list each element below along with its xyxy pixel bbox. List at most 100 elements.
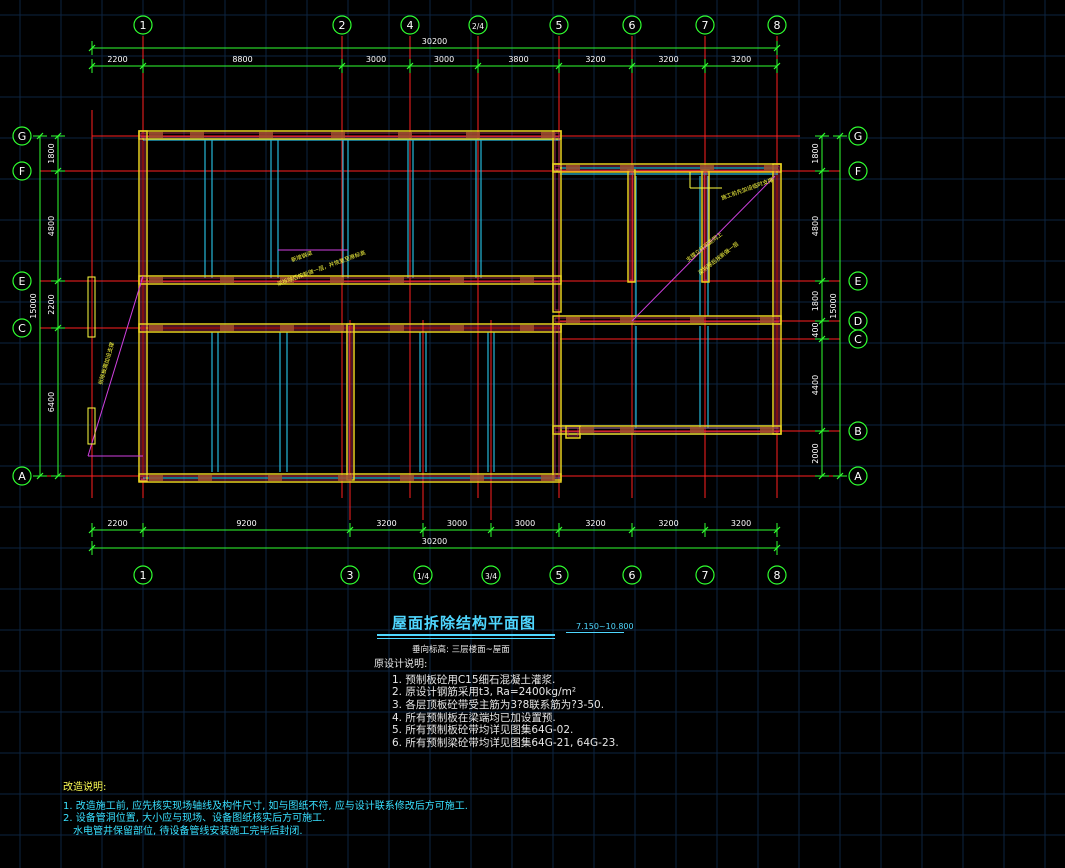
- wall-inner: [567, 427, 579, 437]
- axis-bubble-bottom: 6: [629, 569, 636, 582]
- dimension-slash: [818, 472, 826, 480]
- demolition-note-item: 水电管井保留部位, 待设备管线安装施工完毕后封闭.: [73, 825, 303, 837]
- axis-bubble-top-circle: [767, 15, 787, 35]
- dimension-slash: [54, 167, 62, 175]
- axis-bubble-top: 6: [629, 19, 636, 32]
- dimension-slash: [701, 526, 709, 534]
- axis-bubble-left-circle: [12, 271, 32, 291]
- dimension-label: 30200: [422, 537, 447, 546]
- wall-block: [541, 475, 555, 481]
- axis-bubble-left-circle: [12, 318, 32, 338]
- dimension-slash: [88, 544, 96, 552]
- dimension-slash: [773, 44, 781, 52]
- floor-plan: [40, 36, 840, 520]
- dimension-slash: [773, 62, 781, 70]
- axis-bubble-left: E: [19, 275, 26, 288]
- wall-inner: [554, 317, 780, 323]
- axis-bubble-left: C: [18, 322, 26, 335]
- axis-bubble-bottom-circle: [549, 565, 569, 585]
- axis-bubble-left-circle: [12, 126, 32, 146]
- wall-block: [220, 277, 234, 283]
- dimension-slash: [818, 167, 826, 175]
- dimension-slash: [818, 335, 826, 343]
- axis-bubble-top-circle: [332, 15, 352, 35]
- dimension-label: 15000: [829, 293, 838, 318]
- axis-bubble-left-circle: [12, 161, 32, 181]
- wall-block: [400, 475, 414, 481]
- wall: [552, 163, 562, 313]
- dimension-label: 3000: [515, 519, 535, 528]
- wall-block: [330, 325, 344, 331]
- dimension-slash: [773, 526, 781, 534]
- wall-inner: [554, 165, 560, 311]
- dimension-label: 6400: [47, 392, 56, 412]
- wall-block: [760, 427, 774, 433]
- dimension-slash: [419, 526, 427, 534]
- wall-block: [149, 277, 163, 283]
- dimension-slash: [36, 132, 44, 140]
- axis-bubble-bottom: 7: [702, 569, 709, 582]
- dimension-label: 15000: [29, 293, 38, 318]
- wall-block: [149, 325, 163, 331]
- wall: [552, 130, 562, 172]
- axis-bubble-right-circle: [848, 421, 868, 441]
- axis-bubble-right: B: [854, 425, 862, 438]
- dimension-slash: [836, 132, 844, 140]
- leader-line: [631, 175, 776, 322]
- axis-bubble-top: 4: [407, 19, 414, 32]
- demolition-notes-heading: 改造说明:: [63, 782, 107, 793]
- dimension-label: 400: [811, 322, 820, 337]
- axis-bubble-bottom: 5: [556, 569, 563, 582]
- axis-bubble-top-circle: [695, 15, 715, 35]
- design-note-item: 2. 原设计钢筋采用t3, Ra=2400kg/m²: [392, 686, 577, 699]
- axis-bubble-top: 8: [774, 19, 781, 32]
- annotation-box: [87, 407, 96, 445]
- axis-bubble-right: G: [854, 130, 863, 143]
- axis-bubble-right: F: [855, 165, 861, 178]
- wall-block: [330, 277, 344, 283]
- dimension-label: 2200: [47, 294, 56, 314]
- axis-bubble-bottom-circle: [340, 565, 360, 585]
- dimension-slash: [836, 472, 844, 480]
- wall-block: [390, 277, 404, 283]
- elevation-underline: [566, 632, 624, 633]
- dimension-label: 3200: [585, 519, 605, 528]
- axis-bubble-bottom: 1: [140, 569, 147, 582]
- dimension-slash: [54, 277, 62, 285]
- axis-bubble-right-circle: [848, 161, 868, 181]
- elevation-label: 7.150~10.800: [576, 622, 634, 631]
- dimension-label: 8800: [232, 55, 252, 64]
- axis-bubble-right-circle: [848, 466, 868, 486]
- dimension-slash: [36, 472, 44, 480]
- wall-inner: [140, 277, 560, 283]
- axis-bubble-top-circle: [549, 15, 569, 35]
- axis-bubble-top-circle: [622, 15, 642, 35]
- wall: [552, 425, 782, 435]
- dimension-slash: [628, 526, 636, 534]
- axis-bubble-bottom-circle: [481, 565, 501, 585]
- dimension-label: 1800: [47, 143, 56, 163]
- dimension-label: 3200: [585, 55, 605, 64]
- wall: [138, 275, 562, 285]
- dimension-slash: [773, 544, 781, 552]
- dimension-label: 1800: [811, 291, 820, 311]
- axis-bubble-top: 1: [140, 19, 147, 32]
- wall-block: [450, 325, 464, 331]
- axis-bubble-top: 7: [702, 19, 709, 32]
- dimension-label: 4800: [47, 216, 56, 236]
- axis-bubble-right: D: [854, 315, 862, 328]
- axis-bubble-bottom-circle: [622, 565, 642, 585]
- wall-block: [268, 475, 282, 481]
- wall-block: [198, 475, 212, 481]
- dimension-slash: [406, 62, 414, 70]
- dimension-label: 2200: [107, 519, 127, 528]
- dimension-label: 3000: [366, 55, 386, 64]
- dimension-slash: [346, 526, 354, 534]
- wall-block: [398, 132, 412, 138]
- demolition-notes: 改造说明: 1. 改造施工前, 应先核实现场轴线及构件尺寸, 如与图纸不符, 应…: [63, 782, 468, 838]
- dimension-label: 3000: [434, 55, 454, 64]
- dimension-label: 4400: [811, 375, 820, 395]
